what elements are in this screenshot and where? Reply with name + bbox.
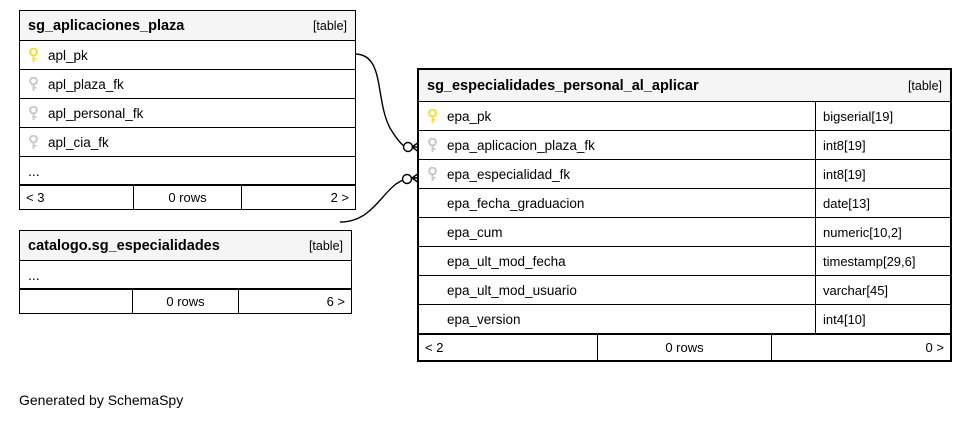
- column-type: varchar[45]: [815, 276, 950, 304]
- table-type-tag: [table]: [312, 18, 347, 33]
- column-name-cell: epa_cum: [419, 225, 815, 240]
- column-name-cell: apl_plaza_fk: [20, 76, 355, 92]
- primary-key-icon: [427, 108, 447, 124]
- table-row[interactable]: epa_fecha_graduacion date[13]: [419, 189, 950, 218]
- table-title: sg_especialidades_personal_al_aplicar: [427, 77, 699, 94]
- row-count: 0 rows: [133, 186, 242, 209]
- row-count: 0 rows: [597, 335, 772, 360]
- column-name: epa_aplicacion_plaza_fk: [447, 137, 595, 153]
- outgoing-relations-count[interactable]: 6 >: [326, 294, 346, 309]
- column-name-cell: epa_fecha_graduacion: [419, 196, 815, 211]
- table-sg_aplicaciones_plaza[interactable]: sg_aplicaciones_plaza [table] apl_pk: [19, 10, 356, 210]
- column-type: int8[19]: [815, 131, 950, 159]
- outgoing-relations-count[interactable]: 0 >: [925, 340, 944, 355]
- foreign-key-icon: [28, 76, 48, 92]
- column-name: epa_cum: [447, 224, 503, 240]
- foreign-key-icon: [28, 134, 48, 150]
- column-name: apl_plaza_fk: [48, 76, 124, 92]
- table-header: sg_aplicaciones_plaza [table]: [20, 11, 355, 41]
- column-type: bigserial[19]: [815, 102, 950, 130]
- column-name-cell: apl_cia_fk: [20, 134, 355, 150]
- generated-by-credit: Generated by SchemaSpy: [19, 392, 184, 408]
- foreign-key-icon: [427, 137, 447, 153]
- table-catalogo-sg_especialidades[interactable]: catalogo.sg_especialidades [table] ... 0…: [19, 230, 352, 314]
- column-name: epa_especialidad_fk: [447, 166, 571, 182]
- table-sg_especialidades_personal_al_aplicar[interactable]: sg_especialidades_personal_al_aplicar [t…: [417, 68, 952, 362]
- table-row[interactable]: epa_ult_mod_usuario varchar[45]: [419, 276, 950, 305]
- table-footer: < 2 0 rows 0 >: [419, 334, 950, 360]
- table-row[interactable]: apl_cia_fk: [20, 128, 355, 157]
- table-row[interactable]: epa_especialidad_fk int8[19]: [419, 160, 950, 189]
- incoming-relations-count[interactable]: < 3: [26, 190, 45, 205]
- column-name-cell: apl_pk: [20, 47, 355, 63]
- column-type: date[13]: [815, 189, 950, 217]
- table-header: catalogo.sg_especialidades [table]: [20, 231, 351, 261]
- table-row[interactable]: epa_pk bigserial[19]: [419, 102, 950, 131]
- column-name: epa_fecha_graduacion: [447, 195, 585, 211]
- row-count: 0 rows: [131, 290, 240, 313]
- column-name: epa_pk: [447, 108, 492, 124]
- column-name: apl_pk: [48, 47, 88, 63]
- column-name-cell: epa_version: [419, 312, 815, 327]
- column-type: int4[10]: [815, 305, 950, 333]
- table-title: sg_aplicaciones_plaza: [28, 17, 185, 34]
- column-name: apl_personal_fk: [48, 105, 144, 121]
- column-name-cell: epa_ult_mod_fecha: [419, 254, 815, 269]
- incoming-relations-count[interactable]: < 2: [425, 340, 444, 355]
- column-type: int8[19]: [815, 160, 950, 188]
- table-type-tag: [table]: [308, 238, 343, 253]
- table-row[interactable]: epa_aplicacion_plaza_fk int8[19]: [419, 131, 950, 160]
- edge-endpoint-circle: [401, 173, 413, 185]
- table-row[interactable]: epa_ult_mod_fecha timestamp[29,6]: [419, 247, 950, 276]
- table-row[interactable]: epa_version int4[10]: [419, 305, 950, 334]
- table-type-tag: [table]: [907, 78, 942, 93]
- column-name: epa_ult_mod_fecha: [447, 253, 566, 269]
- column-type: numeric[10,2]: [815, 218, 950, 246]
- more-columns-indicator: ...: [20, 157, 355, 185]
- foreign-key-icon: [427, 166, 447, 182]
- column-name-cell: epa_aplicacion_plaza_fk: [419, 137, 815, 153]
- table-row[interactable]: apl_personal_fk: [20, 99, 355, 128]
- table-header: sg_especialidades_personal_al_aplicar [t…: [419, 70, 950, 102]
- outgoing-relations-count[interactable]: 2 >: [330, 190, 349, 205]
- column-name-cell: epa_pk: [419, 108, 815, 124]
- primary-key-icon: [28, 47, 48, 63]
- edge-apl-pk-to-epa-aplicacion-plaza-fk: [354, 53, 405, 147]
- column-type: timestamp[29,6]: [815, 247, 950, 275]
- table-title: catalogo.sg_especialidades: [28, 237, 220, 254]
- column-name: apl_cia_fk: [48, 134, 109, 150]
- column-name: epa_version: [447, 311, 521, 327]
- table-row[interactable]: epa_cum numeric[10,2]: [419, 218, 950, 247]
- column-name-cell: epa_ult_mod_usuario: [419, 283, 815, 298]
- foreign-key-icon: [28, 105, 48, 121]
- more-columns-indicator: ...: [20, 261, 351, 289]
- edge-endpoint-circle: [402, 141, 414, 153]
- table-row[interactable]: apl_plaza_fk: [20, 70, 355, 99]
- column-name-cell: apl_personal_fk: [20, 105, 355, 121]
- table-footer: 0 rows 6 >: [20, 289, 351, 313]
- column-name-cell: epa_especialidad_fk: [419, 166, 815, 182]
- column-name: epa_ult_mod_usuario: [447, 282, 577, 298]
- table-footer: < 3 0 rows 2 >: [20, 185, 355, 209]
- incoming-relations-count[interactable]: [20, 290, 132, 313]
- table-row[interactable]: apl_pk: [20, 41, 355, 70]
